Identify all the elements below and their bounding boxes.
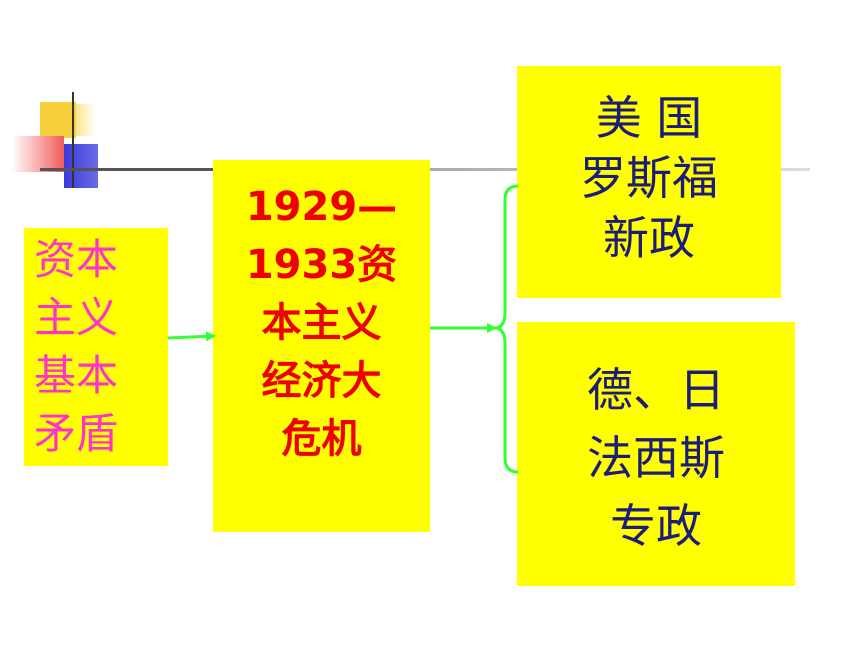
node-fascist-dictatorship: 德、日 法西斯 专政	[517, 322, 795, 586]
node-fascist-dictatorship-label: 德、日 法西斯 专政	[587, 363, 725, 553]
decor-yellow-fade	[76, 104, 96, 136]
node-great-depression-label: 1929— 1933资 本主义 经济大 危机	[245, 184, 398, 462]
brace-connector	[494, 184, 519, 474]
decor-horizontal-line-left	[40, 168, 214, 171]
node-basic-contradiction-label: 资本 主义 基本 矛盾	[34, 235, 119, 458]
decor-red-square	[12, 136, 64, 172]
node-great-depression: 1929— 1933资 本主义 经济大 危机	[213, 160, 430, 532]
decor-blue-square	[64, 144, 98, 188]
node-us-new-deal: 美 国 罗斯福 新政	[517, 66, 781, 298]
node-us-new-deal-label: 美 国 罗斯福 新政	[580, 91, 718, 265]
decor-yellow-square	[40, 102, 76, 138]
node-basic-contradiction: 资本 主义 基本 矛盾	[24, 228, 168, 466]
arrow-left-to-center	[167, 331, 216, 342]
decor-vertical-line	[72, 92, 74, 188]
